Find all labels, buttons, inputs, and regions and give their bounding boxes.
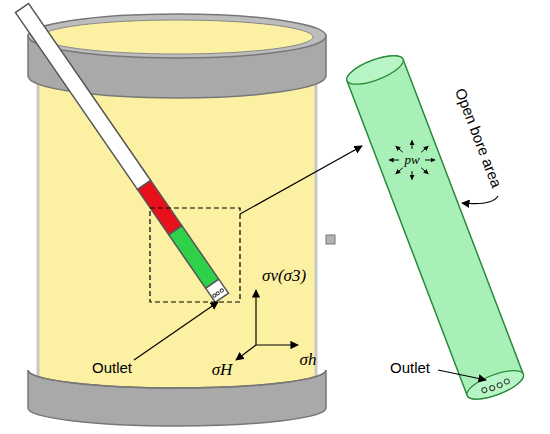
pressure-arrow: [412, 140, 413, 149]
stress-axis: [255, 290, 256, 345]
outlet-label: Outlet: [390, 360, 430, 377]
bottom-flange-edge: [28, 370, 326, 388]
pressure-arrow: [425, 160, 435, 161]
outlet-hole: [220, 288, 224, 292]
stress-label: σH: [212, 361, 233, 380]
leader-line: [134, 302, 218, 360]
pressure-arrow: [396, 146, 403, 152]
vessel-fill: [38, 78, 316, 388]
leader-line: [438, 370, 486, 380]
stress-axis: [236, 345, 256, 360]
stress-label: σh: [300, 351, 317, 370]
stress-label: σv(σ3): [262, 267, 306, 286]
outlet-hole: [489, 385, 495, 391]
bottom-flange: [28, 370, 326, 426]
magnified-bore: [343, 50, 526, 405]
outlet-hole: [504, 378, 510, 384]
pressure-label: pw: [404, 153, 419, 167]
zoom-arrow: [240, 146, 362, 214]
outlet-segment: [206, 279, 229, 302]
open-bore-segment: [169, 226, 219, 289]
pressure-arrows: [389, 140, 435, 179]
stress-axis: [256, 344, 298, 345]
pressure-arrow: [412, 171, 413, 180]
vessel-wall: [37, 78, 40, 388]
bore-outlet-face: [464, 365, 527, 405]
zoom-box: [150, 208, 240, 302]
leader-line: [462, 196, 498, 204]
wellbore: [15, 3, 228, 302]
bore-label: Open bore area: [451, 86, 504, 190]
pressure-arrow: [421, 146, 428, 152]
pressure-arrow: [389, 160, 399, 161]
casing-segment: [15, 3, 150, 189]
outlet-hole: [481, 387, 487, 393]
outlet-hole: [496, 382, 502, 388]
top-flange-rim: [28, 14, 326, 58]
outlet-hole: [212, 293, 216, 297]
bore-cylinder: [343, 50, 526, 405]
outlet-label: Outlet: [92, 360, 132, 377]
vessel-wall: [315, 78, 318, 388]
pressure-arrow: [396, 168, 403, 174]
pressure-arrow: [421, 168, 428, 174]
vessel-top-surface: [41, 20, 313, 54]
bore-end: [343, 50, 406, 90]
side-port: [326, 235, 335, 244]
